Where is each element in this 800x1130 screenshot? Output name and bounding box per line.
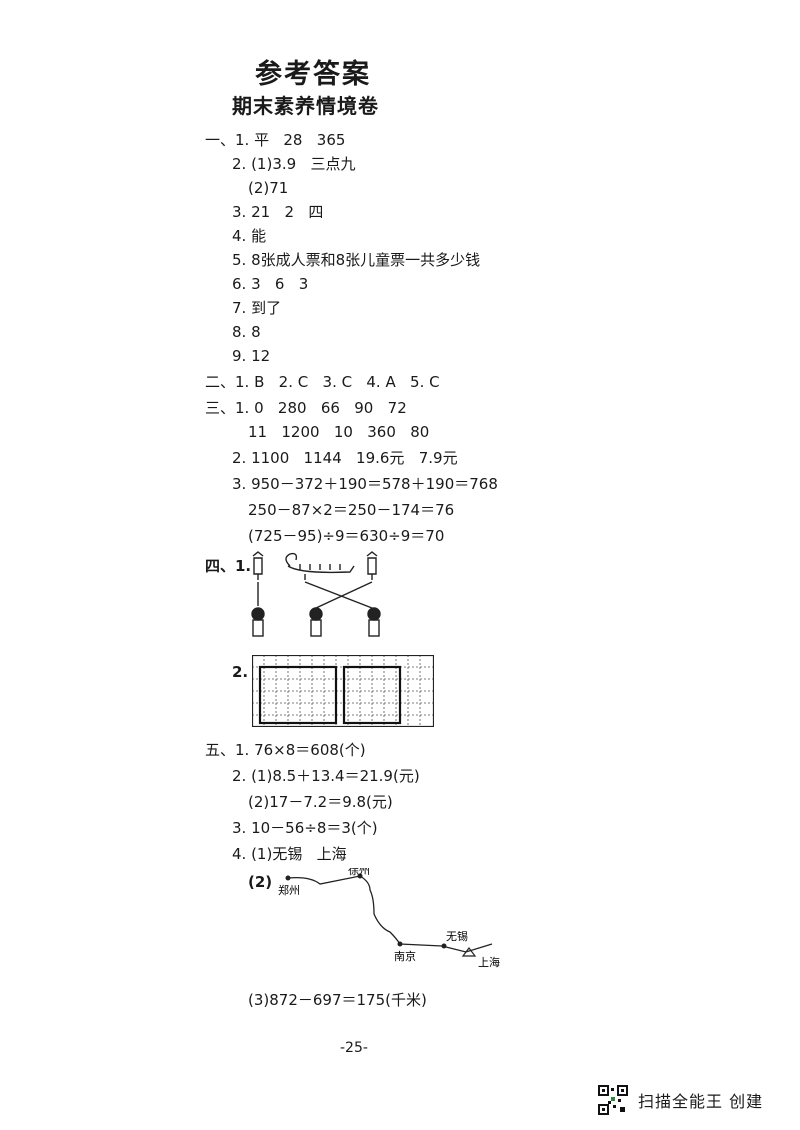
city-label: 郑州 [278, 883, 300, 897]
answer-line: 一、1. 平 28 365 [205, 131, 346, 149]
answer-line: (2) [248, 873, 273, 891]
grid-figure [252, 655, 434, 727]
answer-line: 5. 8张成人票和8张儿童票一共多少钱 [232, 251, 481, 269]
page-number: -25- [340, 1040, 368, 1056]
answer-line: 6. 3 6 3 [232, 275, 309, 293]
child-icon [251, 607, 265, 637]
city-marker [285, 875, 291, 881]
page-title: 参考答案 [255, 59, 371, 90]
answer-line: 2. 1100 1144 19.6元 7.9元 [232, 449, 458, 467]
city-marker [441, 943, 447, 949]
scanner-watermark: 扫描全能王 创建 [598, 1085, 763, 1115]
child-icon [367, 607, 381, 637]
answer-line: 2. [232, 663, 249, 681]
answer-line: 3. 10－56÷8＝3(个) [232, 819, 378, 837]
answer-line: 11 1200 10 360 80 [248, 423, 430, 441]
route-map: 郑州 徐州 南京 无锡 上海 [278, 868, 500, 969]
dragon-boat-icon [285, 552, 355, 580]
answer-line: 4. (1)无锡 上海 [232, 845, 347, 863]
answer-line: 五、1. 76×8＝608(个) [205, 741, 366, 759]
qr-code-icon [598, 1085, 628, 1115]
answer-line: 9. 12 [232, 347, 271, 365]
answer-line: (3)872－697＝175(千米) [248, 991, 427, 1009]
matching-figure [251, 551, 381, 637]
answer-line: 二、1. B 2. C 3. C 4. A 5. C [205, 373, 440, 391]
answer-line: 3. 21 2 四 [232, 203, 324, 221]
answer-line: 3. 950－372＋190＝578＋190＝768 [232, 475, 498, 493]
lantern-icon [366, 551, 378, 580]
answer-line: (725－95)÷9＝630÷9＝70 [248, 527, 445, 545]
city-label: 徐州 [348, 868, 370, 877]
lantern-icon [252, 551, 264, 580]
city-label: 无锡 [446, 929, 468, 943]
answer-line: 7. 到了 [232, 299, 282, 317]
answer-line: 2. (1)8.5＋13.4＝21.9(元) [232, 767, 420, 785]
brand-label: 扫描全能王 创建 [638, 1092, 764, 1111]
city-label: 上海 [478, 955, 500, 969]
answer-line: 四、1. [205, 557, 252, 575]
answer-line: 三、1. 0 280 66 90 72 [205, 399, 407, 417]
city-marker [357, 873, 363, 879]
answer-line: 4. 能 [232, 227, 267, 245]
answer-line: (2)71 [248, 179, 289, 197]
answer-line: 2. (1)3.9 三点九 [232, 155, 356, 173]
answer-line: (2)17－7.2＝9.8(元) [248, 793, 393, 811]
answer-line: 8. 8 [232, 323, 261, 341]
city-marker [397, 941, 403, 947]
child-icon [309, 607, 323, 637]
triangle-marker [461, 947, 477, 957]
answer-line: 250－87×2＝250－174＝76 [248, 501, 455, 519]
city-label: 南京 [394, 949, 416, 963]
page-subtitle: 期末素养情境卷 [232, 94, 379, 118]
